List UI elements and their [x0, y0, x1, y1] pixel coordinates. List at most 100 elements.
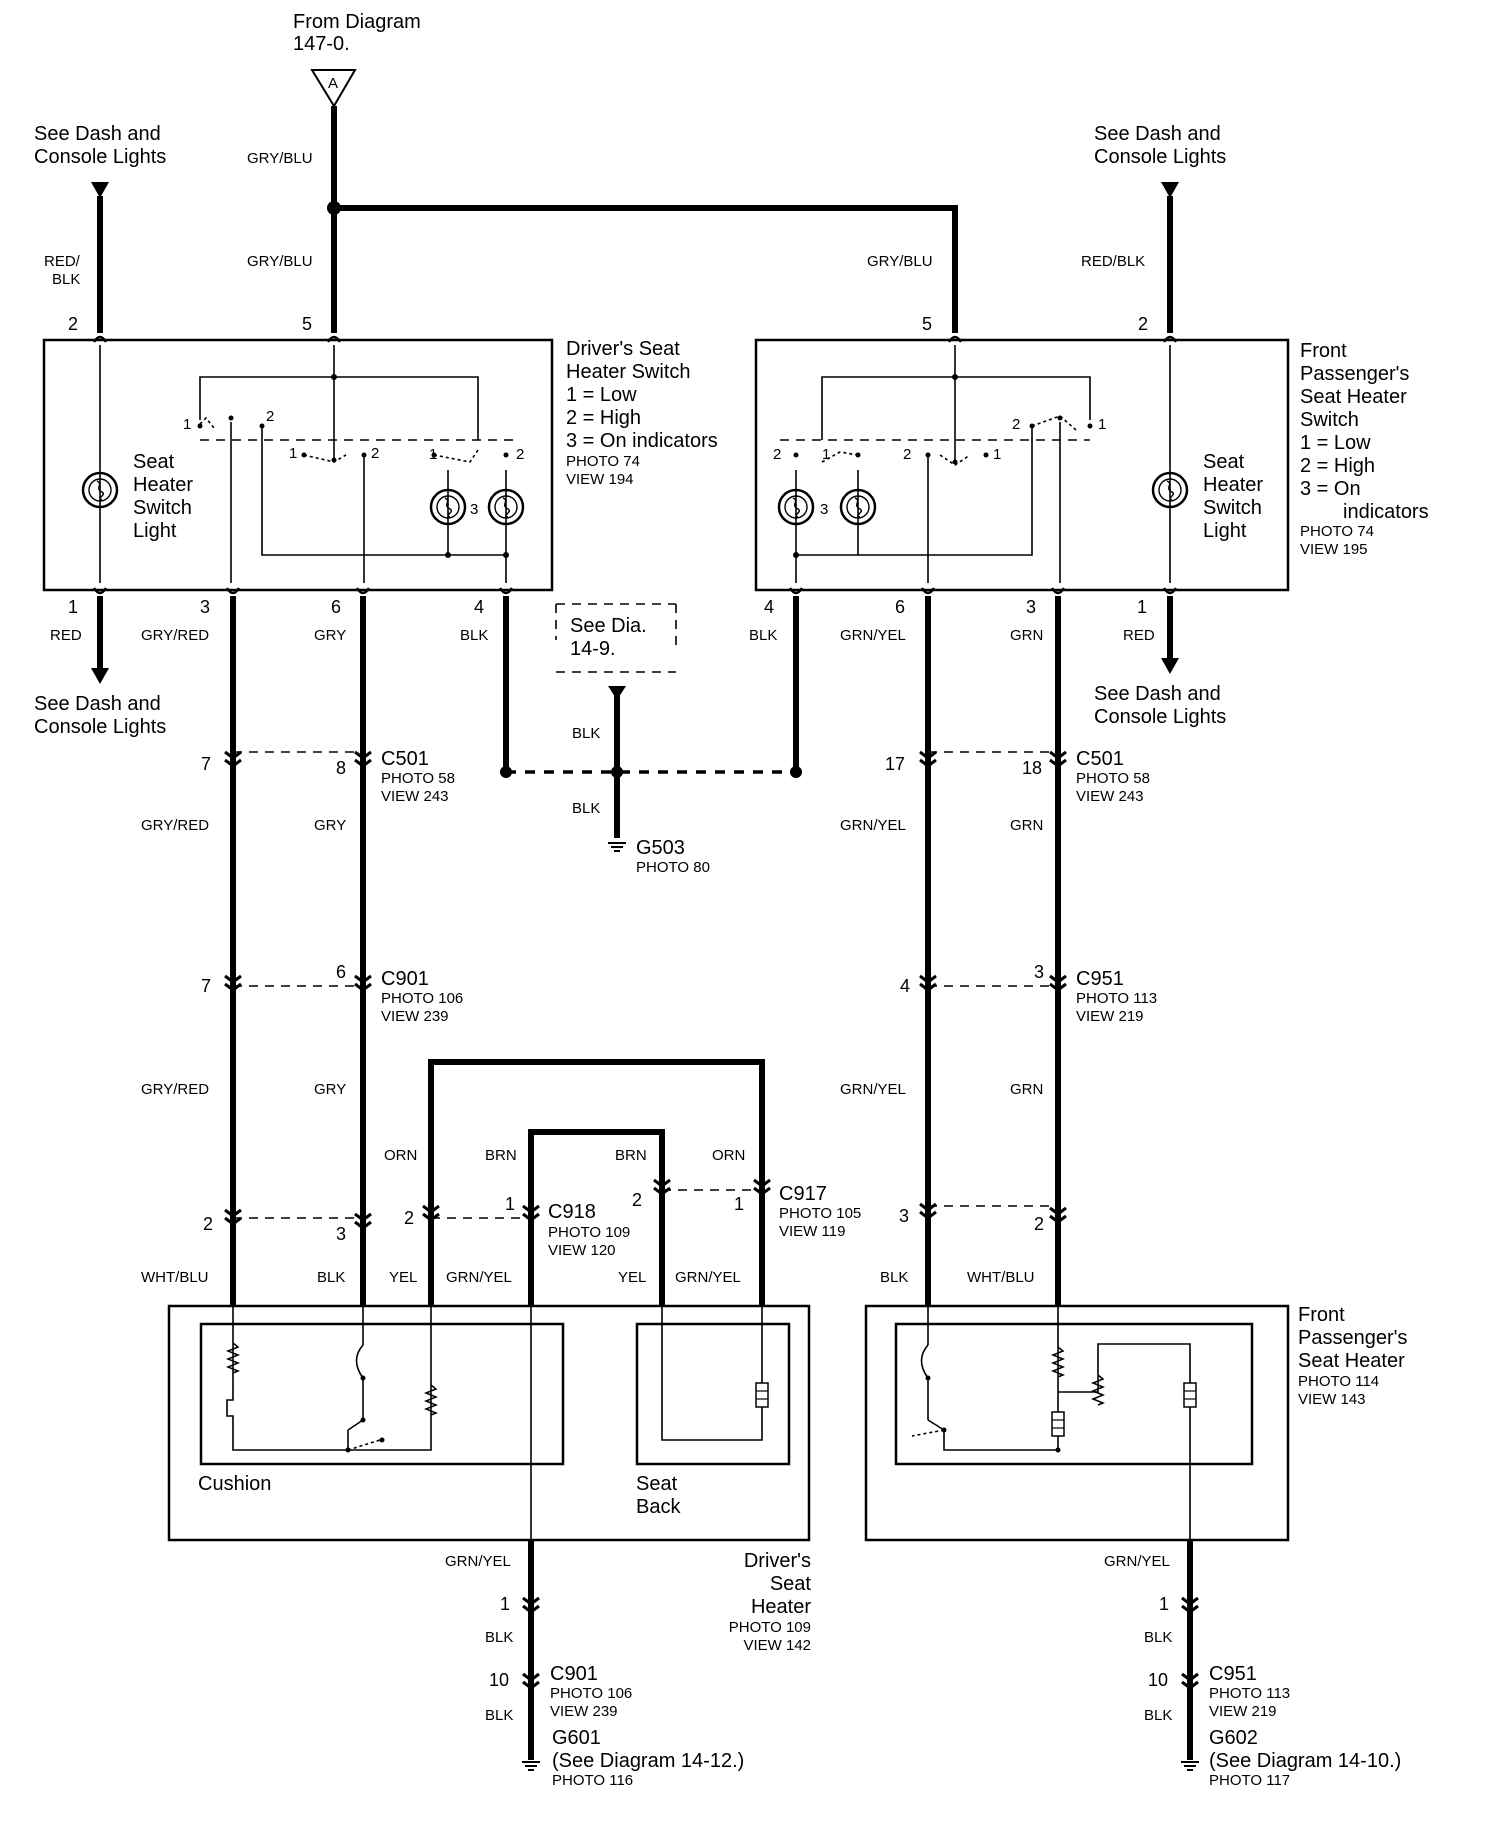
wire-label: GRN — [1010, 1081, 1043, 1098]
wire-label: YEL — [618, 1269, 646, 1286]
source-marker: A — [328, 75, 338, 92]
pin-number: 3 — [1026, 597, 1036, 617]
source-label-2: 147-0. — [293, 33, 350, 55]
pin-number: 1 — [68, 597, 78, 617]
wire-label: GRY/RED — [141, 817, 209, 834]
ground-ref: (See Diagram 14-10.) — [1209, 1750, 1401, 1772]
driver-switch-title: Heater Switch — [566, 361, 691, 383]
wire-label: GRY/RED — [141, 627, 209, 644]
pin-number: 6 — [336, 962, 346, 982]
connector-view: VIEW 243 — [1076, 788, 1144, 805]
ground-wires — [521, 1540, 1200, 1760]
wire-label: BRN — [485, 1147, 517, 1164]
svg-text:2: 2 — [903, 446, 911, 463]
source-connector-icon — [310, 69, 357, 108]
source-label: From Diagram — [293, 11, 421, 33]
connector-name: C901 — [381, 968, 429, 990]
switch-light-label: Seat — [133, 451, 175, 473]
ref-dash-lights: See Dash and — [1094, 683, 1221, 705]
connector-photo: PHOTO 106 — [381, 990, 463, 1007]
switch-light-label: Heater — [1203, 474, 1263, 496]
pin-number: 7 — [201, 976, 211, 996]
passenger-switch-legend: 2 = High — [1300, 455, 1375, 477]
driver-heater-title: Heater — [751, 1596, 811, 1618]
driver-switch-legend: 1 = Low — [566, 384, 637, 406]
wire-label: GRN — [1010, 627, 1043, 644]
wire-label: WHT/BLU — [967, 1269, 1035, 1286]
driver-switch-title: Driver's Seat — [566, 338, 680, 360]
top-wires — [91, 106, 1179, 333]
svg-text:2: 2 — [773, 446, 781, 463]
passenger-switch-legend: 3 = On — [1300, 478, 1361, 500]
pin-number: 2 — [68, 314, 78, 334]
ground-ref: (See Diagram 14-12.) — [552, 1750, 744, 1772]
passenger-switch-view: VIEW 195 — [1300, 541, 1368, 558]
wire-label: GRY/BLU — [247, 253, 313, 270]
wire-label: BLK — [485, 1629, 513, 1646]
ground-icon — [607, 842, 627, 852]
wire-label: GRN/YEL — [446, 1269, 512, 1286]
connector-name: C918 — [548, 1201, 596, 1223]
ground-photo: PHOTO 116 — [552, 1772, 633, 1789]
connector-photo: PHOTO 105 — [779, 1205, 861, 1222]
switch-light-label: Switch — [1203, 497, 1262, 519]
connector-photo: PHOTO 109 — [548, 1224, 630, 1241]
pin-number: 2 — [632, 1190, 642, 1210]
pin-number: 6 — [331, 597, 341, 617]
svg-text:1: 1 — [1098, 416, 1106, 433]
connector-view: VIEW 120 — [548, 1242, 616, 1259]
passenger-switch-legend: indicators — [1343, 501, 1429, 523]
svg-text:2: 2 — [266, 408, 274, 425]
connector-name: C951 — [1209, 1663, 1257, 1685]
pin-number: 1 — [734, 1194, 744, 1214]
driver-switch-photo: PHOTO 74 — [566, 453, 640, 470]
wire-label: GRN/YEL — [1104, 1553, 1170, 1570]
passenger-switch-legend: 1 = Low — [1300, 432, 1371, 454]
pin-number: 6 — [895, 597, 905, 617]
see-dia-ref: See Dia. — [570, 615, 647, 637]
wire-label: GRN/YEL — [840, 817, 906, 834]
wire-label: GRY — [314, 627, 346, 644]
wire-label: BLK — [460, 627, 488, 644]
passenger-heater-title: Seat Heater — [1298, 1350, 1405, 1372]
connector-c501 — [223, 750, 1068, 768]
ref-dash-lights: Console Lights — [34, 146, 166, 168]
see-dia-ref: 14-9. — [570, 638, 616, 660]
wire-label: GRN/YEL — [840, 1081, 906, 1098]
connector-name: C901 — [550, 1663, 598, 1685]
pin-number: 5 — [302, 314, 312, 334]
connector-view: VIEW 219 — [1209, 1703, 1277, 1720]
svg-text:3: 3 — [820, 501, 828, 518]
wire-label: GRY — [314, 1081, 346, 1098]
wire-label: WHT/BLU — [141, 1269, 209, 1286]
wire-label: BLK — [880, 1269, 908, 1286]
wire-label: GRN/YEL — [840, 627, 906, 644]
pin-number: 4 — [900, 976, 910, 996]
pin-number: 3 — [336, 1224, 346, 1244]
connector-view: VIEW 239 — [381, 1008, 449, 1025]
connector-photo: PHOTO 58 — [381, 770, 455, 787]
wire-label: GRN/YEL — [675, 1269, 741, 1286]
passenger-heater-view: VIEW 143 — [1298, 1391, 1366, 1408]
driver-heater-view: VIEW 142 — [743, 1637, 811, 1654]
pin-number: 2 — [203, 1214, 213, 1234]
wire-label: BLK — [572, 725, 600, 742]
wire-label: GRN — [1010, 817, 1043, 834]
wire-label: BLK — [485, 1707, 513, 1724]
pin-number: 3 — [899, 1206, 909, 1226]
pin-number: 1 — [1137, 597, 1147, 617]
pin-number: 1 — [500, 1594, 510, 1614]
connector-name: C917 — [779, 1183, 827, 1205]
wire-label: BLK — [1144, 1629, 1172, 1646]
pin-number: 3 — [1034, 962, 1044, 982]
pin-number: 4 — [764, 597, 774, 617]
wire-label: GRY/RED — [141, 1081, 209, 1098]
driver-seat-heater — [167, 1304, 811, 1542]
seat-back-wires — [223, 1059, 1068, 1306]
wire-label: ORN — [712, 1147, 745, 1164]
ref-dash-lights: See Dash and — [34, 693, 161, 715]
svg-text:1: 1 — [183, 416, 191, 433]
ground-name: G602 — [1209, 1727, 1258, 1749]
